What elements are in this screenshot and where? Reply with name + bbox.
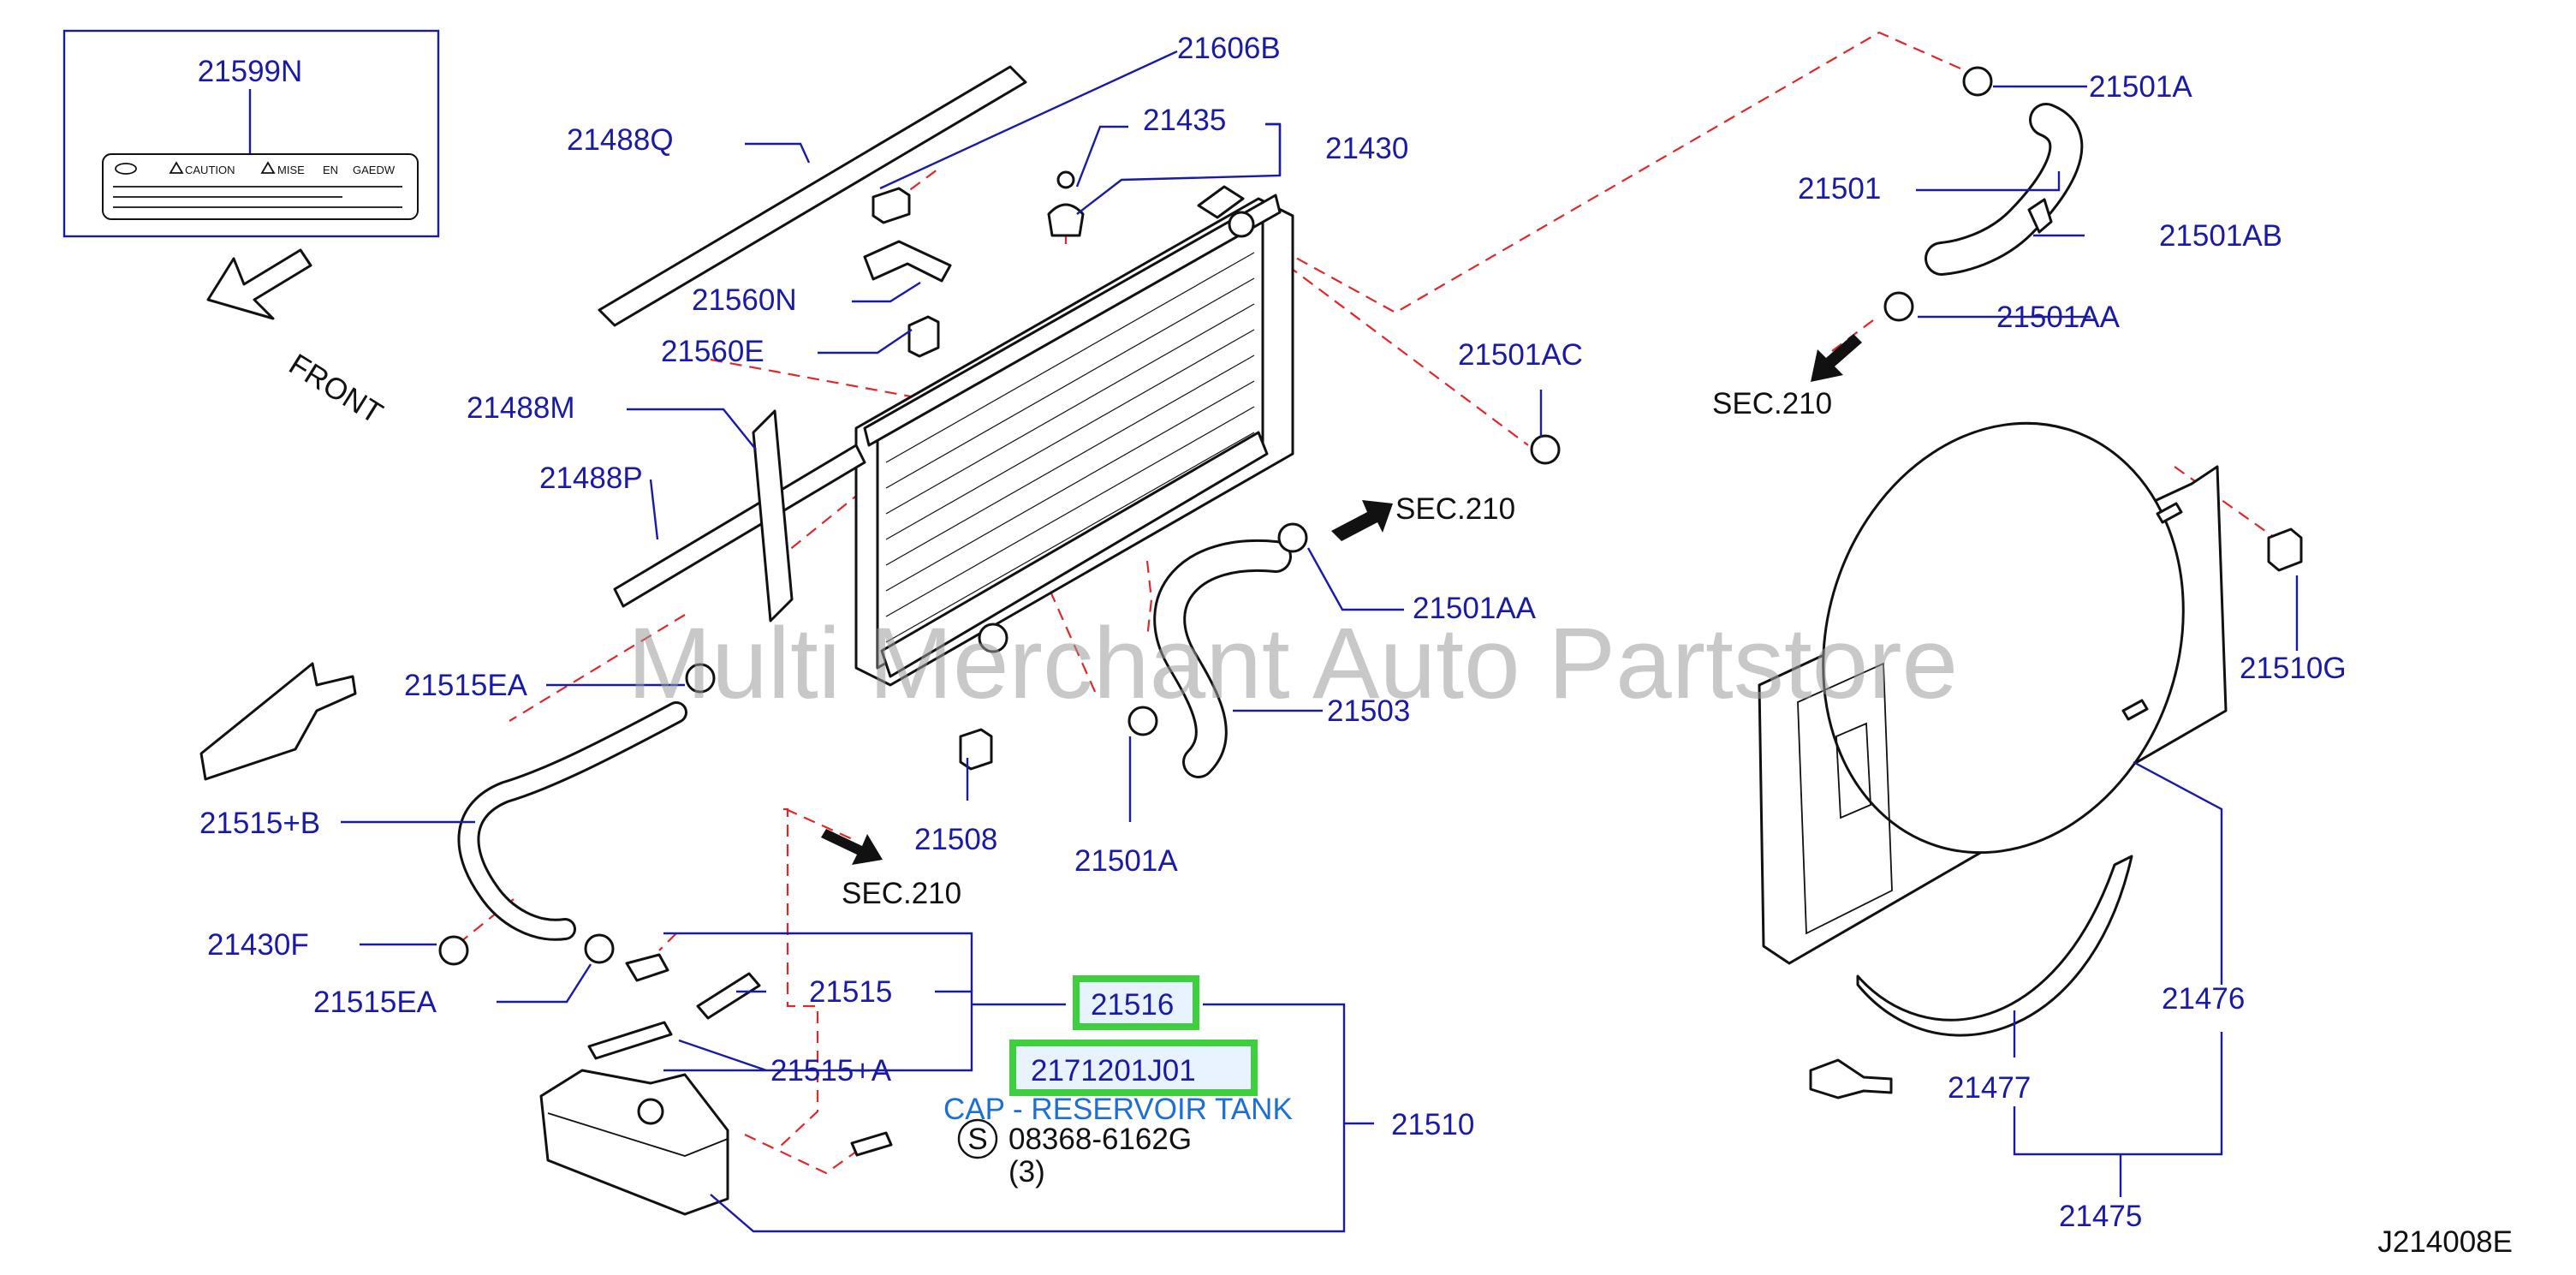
shroud-seal-21477 [1856,855,2133,1037]
label-21475[interactable]: 21475 [2059,1200,2142,1233]
drain-plug-21508 [959,728,993,771]
highlight-21516[interactable] [1073,975,1199,1030]
hose-21515A [587,1021,673,1060]
bracket-left [199,662,357,781]
sticker-mise-text: MISE [277,164,305,176]
bolt-21510G [2267,527,2303,572]
label-21515EA-bottom[interactable]: 21515EA [313,986,437,1019]
reservoir-tank-21510 [539,1069,729,1216]
label-21510[interactable]: 21510 [1391,1108,1474,1141]
s-marker [957,1118,998,1159]
sticker-gaedw-text: GAEDW [353,164,396,176]
label-21515A[interactable]: 21515+A [770,1054,892,1087]
label-21488M[interactable]: 21488M [467,391,574,425]
bracket-21560N [863,187,952,283]
front-arrow-icon: FRONT [206,248,389,431]
label-21515B[interactable]: 21515+B [199,807,320,840]
label-2171201J01[interactable]: 2171201J01 [1031,1054,1196,1087]
label-21501A-top[interactable]: 21501A [2089,70,2192,104]
label-21606B[interactable]: 21606B [1177,32,1281,65]
sec210-ref-bottom[interactable]: SEC.210 [842,877,961,910]
clip-21475 [1809,1058,1893,1099]
cap-21516 [637,1098,664,1125]
label-21488P[interactable]: 21488P [539,462,643,495]
arrow-sec210-mid-icon [1331,500,1393,541]
callout-leaders [341,50,2299,1233]
label-21508[interactable]: 21508 [914,823,997,856]
label-21501AA-top[interactable]: 21501AA [1996,301,2121,334]
seal-21435 [1056,170,1075,189]
label-21477[interactable]: 21477 [1948,1071,2031,1105]
seal-21488P [613,444,866,608]
bolt-08368 [850,1131,893,1157]
label-qty: (3) [1008,1155,1045,1189]
label-21510G[interactable]: 21510G [2240,652,2347,685]
label-21476[interactable]: 21476 [2162,982,2245,1016]
s-marker-label: S [967,1123,987,1156]
warning-icon [260,161,276,174]
seal-21488M [752,409,794,623]
label-21430F[interactable]: 21430F [207,928,309,962]
warning-icon [169,161,184,174]
label-21503[interactable]: 21503 [1327,694,1410,728]
label-21501AB[interactable]: 21501AB [2159,219,2282,253]
bracket-21501AB [2027,198,2053,234]
label-21488Q[interactable]: 21488Q [567,123,674,157]
label-21515EA-top[interactable]: 21515EA [404,669,528,702]
seal-21488Q [598,65,1027,327]
label-21599N[interactable]: 21599N [198,55,303,88]
sec210-ref-mid[interactable]: SEC.210 [1395,492,1515,526]
label-08368-6162G[interactable]: 08368-6162G [1008,1123,1192,1156]
label-21560E[interactable]: 21560E [661,335,764,368]
label-21501[interactable]: 21501 [1798,172,1881,206]
radiator-assembly [854,185,1294,687]
label-21430[interactable]: 21430 [1325,132,1408,165]
highlight-description: CAP - RESERVOIR TANK [943,1093,1293,1126]
clamp-parts [438,66,1993,966]
arrow-sec210-top-icon [1811,334,1862,382]
sticker-en-text: EN [323,164,338,176]
watermark: Multi Merchant Auto Partstore [628,607,1958,720]
label-21560N[interactable]: 21560N [692,283,797,317]
hose-21515 [696,972,761,1020]
grommet-21560E [907,315,940,358]
label-21501A-bottom[interactable]: 21501A [1074,844,1178,878]
label-sticker-inset: 21599N CAUTION MISE EN GAEDW [62,29,440,238]
fan-shroud-21476 [1758,421,2228,965]
label-21501AC[interactable]: 21501AC [1458,338,1583,372]
highlight-2171201J01[interactable] [1009,1040,1258,1096]
diagram-code: J214008E [2377,1225,2513,1259]
sec210-ref-top[interactable]: SEC.210 [1712,387,1832,420]
label-21516[interactable]: 21516 [1091,988,1174,1022]
sticker-caution-text: CAUTION [185,164,235,176]
cap-21430 [1047,203,1085,237]
label-21501AA-mid[interactable]: 21501AA [1413,592,1537,625]
label-21515[interactable]: 21515 [809,975,892,1009]
arrow-sec210-bottom-icon [821,829,883,865]
label-21435[interactable]: 21435 [1143,104,1226,137]
front-label: FRONT [283,348,389,431]
connector [625,953,669,982]
